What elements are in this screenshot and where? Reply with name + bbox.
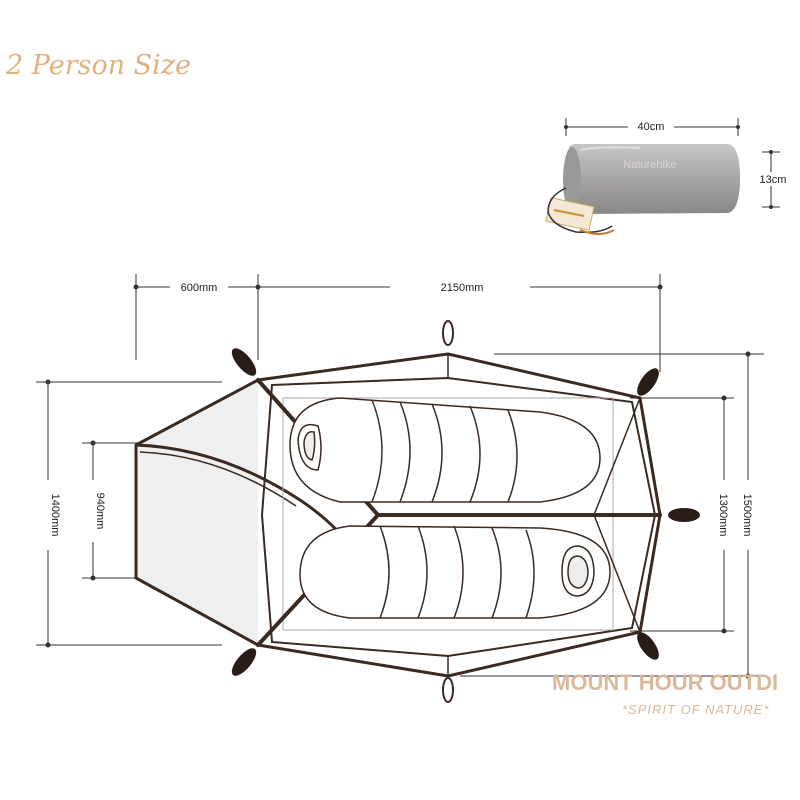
packed-height-label: 13cm xyxy=(760,174,787,186)
sleeping-bag-bottom xyxy=(299,525,611,619)
bag-brand-label: Naturehike xyxy=(623,159,676,171)
floor-width-label: 1300mm xyxy=(717,494,729,537)
inner-length-label: 2150mm xyxy=(441,282,484,294)
door-width-label: 940mm xyxy=(94,493,106,530)
packed-length-label: 40cm xyxy=(638,121,665,133)
brand-name: MOUNT HOUR OUTDI xyxy=(552,670,778,695)
vestibule-depth-label: 600mm xyxy=(181,282,218,294)
brand-slogan: *SPIRIT OF NATURE* xyxy=(622,702,770,717)
fly-width-label: 1500mm xyxy=(741,494,753,537)
tent-floor-plan xyxy=(134,320,700,703)
packed-tent-bag: 40cm 13cm Naturehike xyxy=(545,118,790,235)
sleeping-bag-top xyxy=(289,397,601,503)
outer-width-label: 1400mm xyxy=(49,494,61,537)
brand-watermark: MOUNT HOUR OUTDI *SPIRIT OF NATURE* xyxy=(552,670,778,717)
page-title: 2 Person Size xyxy=(6,50,192,81)
dimension-dots xyxy=(45,284,751,679)
